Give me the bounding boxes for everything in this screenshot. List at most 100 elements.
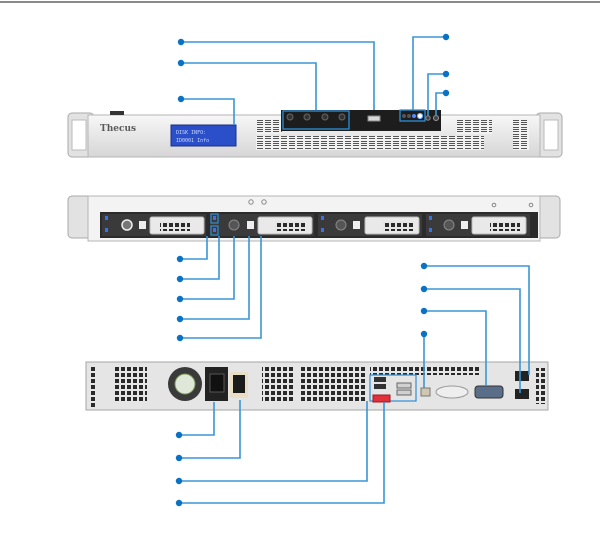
front-vent	[256, 136, 484, 150]
lcd-display	[170, 124, 237, 147]
callout-line-power-switch	[179, 400, 241, 459]
rear-vent	[300, 366, 366, 402]
control-strip	[281, 110, 441, 131]
front-usb-port[interactable]	[367, 115, 381, 122]
disk-tray[interactable]	[426, 214, 530, 236]
right-handle	[543, 119, 559, 151]
lcd-button-up[interactable]	[286, 113, 294, 121]
front-vent	[513, 118, 529, 150]
left-handle	[71, 119, 87, 151]
screw	[261, 199, 267, 205]
top-rule	[0, 1, 600, 3]
rear-vent	[262, 365, 294, 403]
disk-access-led	[213, 228, 216, 232]
tray-lock[interactable]	[228, 219, 240, 231]
lcd-button-enter[interactable]	[321, 113, 329, 121]
callout-line-disk-access-led	[180, 236, 220, 280]
lcd-line-1: DISK INFO:	[176, 130, 206, 136]
fan-hub	[174, 373, 196, 395]
disk-power-led	[429, 216, 432, 220]
screw	[491, 202, 497, 208]
screw	[528, 202, 534, 208]
disk-power-led	[105, 216, 108, 220]
disk-power-led	[321, 216, 324, 220]
led-power	[416, 112, 424, 120]
callout-line-wan-port	[424, 265, 530, 375]
rear-vent	[90, 366, 96, 408]
disk-power-led	[213, 216, 216, 220]
disk-access-led	[321, 228, 324, 232]
usb-ports-rear[interactable]	[369, 374, 417, 402]
callout-line-status-leds	[412, 36, 446, 110]
front-vent	[456, 118, 492, 134]
callout-dot-serial-port: Serial port	[420, 307, 428, 315]
callout-line-esata-port	[179, 402, 385, 504]
tray-lock[interactable]	[335, 219, 347, 231]
callout-dot-reset-button: Reset button	[442, 70, 450, 78]
tray-release-latch[interactable]	[139, 221, 146, 229]
tray-lock[interactable]	[121, 219, 133, 231]
callout-line-usb-port	[181, 62, 317, 110]
usb-b-port[interactable]	[420, 387, 431, 397]
wan-port[interactable]	[515, 371, 529, 381]
disk-trays-view	[67, 195, 561, 242]
callout-line-tray-release-latch	[180, 236, 250, 320]
callout-dot-lcd-control-buttons: LCD control buttons	[177, 38, 185, 46]
lcd-control-buttons[interactable]	[282, 110, 350, 130]
callout-dot-disk-tray-handle: Disk tray handle	[176, 334, 184, 342]
callout-dot-esata-port: eSATA port	[175, 499, 183, 507]
callout-lines: LCD control buttonsUSB portLCD display St…	[175, 33, 530, 507]
disk-tray[interactable]	[210, 213, 314, 236]
callout-dot-tray-release-latch: Tray release latch	[176, 315, 184, 323]
lcd-line-2: ID0001 Info	[176, 138, 209, 144]
power-switch[interactable]	[233, 375, 245, 393]
callout-dot-disk-power-led: Disk power LED	[176, 255, 184, 263]
lan-port[interactable]	[515, 389, 529, 399]
lcd-button-esc[interactable]	[338, 113, 346, 121]
reset-button[interactable]	[425, 115, 431, 121]
callout-dot-power-connector: Power connector	[175, 431, 183, 439]
tray-lock[interactable]	[443, 219, 455, 231]
led-lan	[407, 114, 411, 118]
callout-dot-lcd-display: LCD display	[177, 95, 185, 103]
rear-vent	[115, 365, 147, 403]
top-latch	[110, 111, 124, 115]
front-vent	[256, 120, 282, 134]
serial-port[interactable]	[474, 385, 504, 399]
callout-line-power-button	[435, 92, 446, 116]
tray-release-latch[interactable]	[353, 221, 360, 229]
callout-dot-lan-port: LAN2 port	[420, 285, 428, 293]
rear-vent	[370, 366, 480, 375]
callout-dot-disk-access-led: Disk access LED	[176, 275, 184, 283]
disk-access-led	[105, 228, 108, 232]
callout-dot-usb-b-port: USB device port	[420, 330, 428, 338]
callout-dot-usb-ports-rear: USB ports	[175, 477, 183, 485]
callout-dot-tray-lock: Tray lock	[176, 295, 184, 303]
lcd-button-down[interactable]	[303, 113, 311, 121]
callout-line-lan-port	[424, 288, 521, 393]
callout-dot-power-switch: Power switch	[175, 454, 183, 462]
led-wan	[412, 114, 416, 118]
disk-tray[interactable]	[102, 214, 206, 236]
callout-line-serial-port	[424, 310, 487, 386]
tray-release-latch[interactable]	[247, 221, 254, 229]
callout-line-reset-button	[427, 73, 446, 116]
screw	[248, 199, 254, 205]
callout-line-lcd-display	[181, 98, 235, 125]
esata-port[interactable]	[372, 394, 391, 403]
callout-line-disk-tray-handle	[180, 236, 262, 339]
callout-dot-wan-port: WAN/LAN1 port	[420, 262, 428, 270]
disk-tray[interactable]	[318, 214, 422, 236]
callout-dot-usb-port: USB port	[177, 59, 185, 67]
rear-vent	[536, 368, 546, 404]
callout-dot-status-leds: Status LEDs	[442, 33, 450, 41]
tray-release-latch[interactable]	[461, 221, 468, 229]
callout-line-usb-ports-rear	[179, 401, 368, 482]
callout-line-lcd-control-buttons	[181, 41, 375, 110]
vga-blank	[435, 385, 469, 399]
disk-access-led	[429, 228, 432, 232]
power-button[interactable]	[433, 115, 439, 121]
callout-line-disk-power-led	[180, 236, 208, 260]
callout-line-power-connector	[179, 402, 215, 436]
